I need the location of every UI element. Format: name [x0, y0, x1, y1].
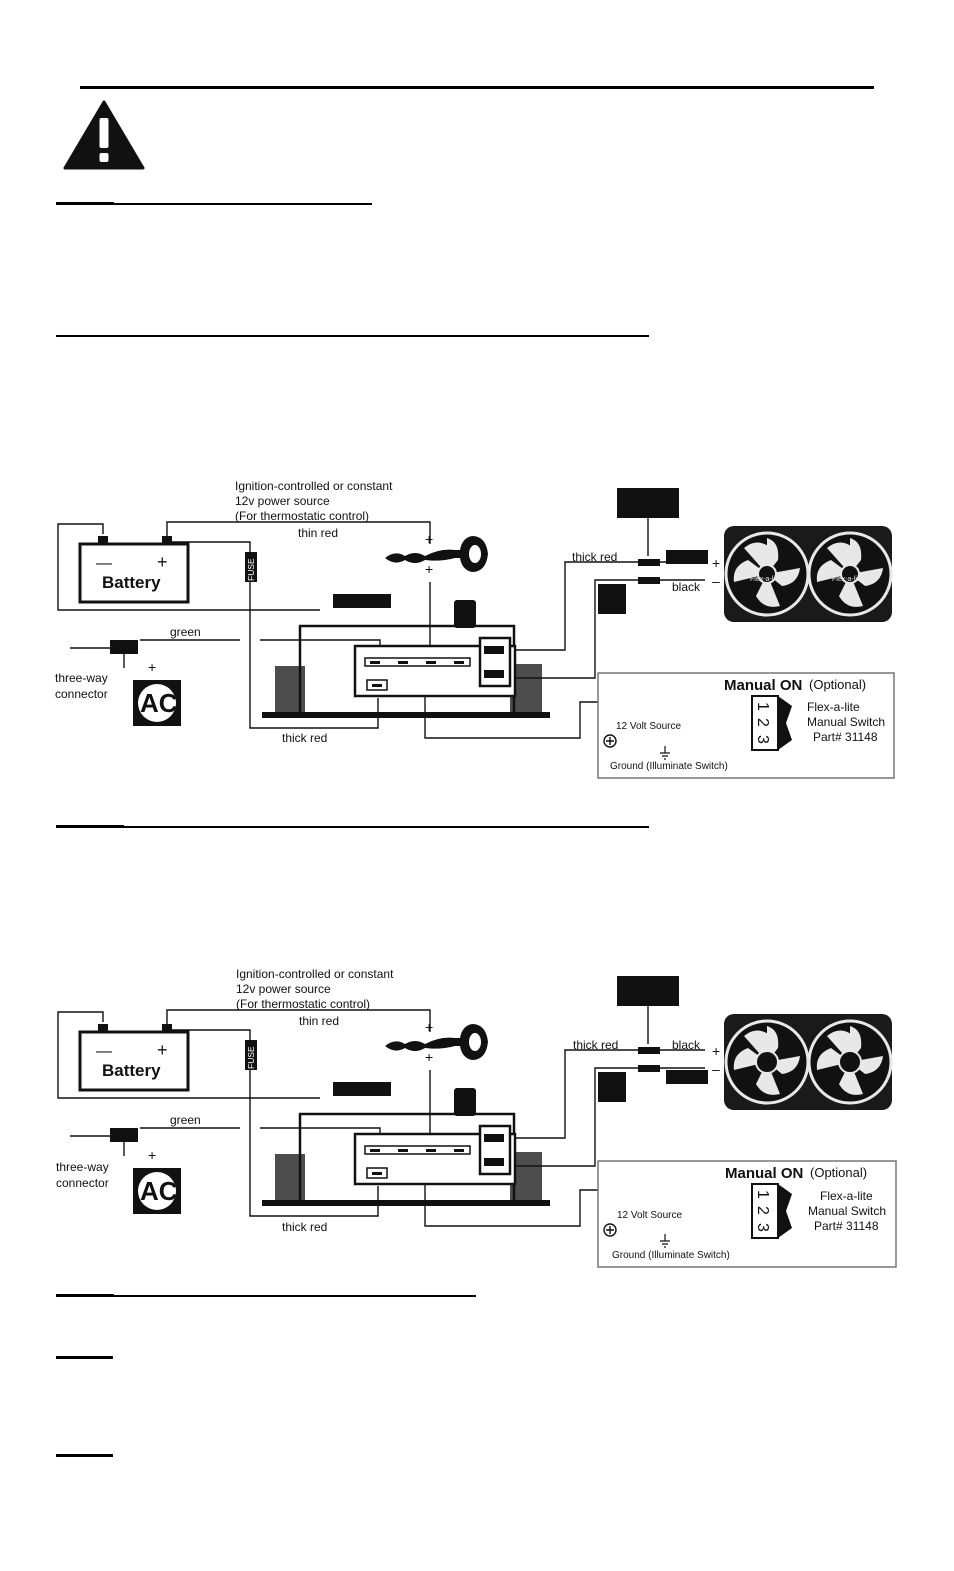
section-rule-5: [56, 1356, 113, 1359]
switch-name-label: Manual Switch: [808, 1204, 886, 1218]
ground-label: Ground (Illuminate Switch): [612, 1250, 730, 1261]
fan-logo-label-2: Flex-a-lite: [832, 576, 863, 583]
battery-box: [78, 1030, 190, 1092]
ac-plus-label: +: [148, 659, 156, 675]
ac-label: AC: [140, 688, 178, 718]
three-way-label: three-way: [56, 1160, 109, 1174]
fan-controller-module: [262, 594, 550, 718]
three-way-connector-icon: [110, 640, 138, 654]
switch-brand-label: Flex-a-lite: [807, 700, 860, 714]
ignition-key-icon: [385, 536, 488, 572]
power-source-label: Ignition-controlled or constant: [236, 967, 394, 981]
key-plus-label: +: [425, 1019, 433, 1035]
pin-3-label: 3: [754, 1223, 771, 1232]
warning-icon: [63, 100, 145, 170]
relay-tag-icon-2: [598, 1072, 626, 1102]
key-plus-label: +: [425, 531, 433, 547]
ignition-key-icon: [385, 1024, 488, 1060]
section-rule-3-bold: [56, 825, 124, 828]
section-rule-1-bold: [56, 202, 114, 205]
fan-logo-label: Flex-a-lite: [750, 576, 781, 583]
thick-red-top-label: thick red: [572, 550, 617, 564]
thin-red-label: thin red: [299, 1014, 339, 1028]
dual-fan-icon: [724, 526, 893, 622]
switch-brand-label: Flex-a-lite: [820, 1189, 873, 1203]
fuse-label: FUSE: [246, 558, 256, 581]
power-source-label-3: (For thermostatic control): [235, 509, 369, 523]
switch-part-label: Part# 31148: [813, 730, 878, 744]
connector-label: connector: [56, 1176, 109, 1190]
thick-red-top-label: thick red: [573, 1038, 618, 1052]
switch-part-label: Part# 31148: [814, 1219, 879, 1233]
power-source-label: Ignition-controlled or constant: [235, 479, 393, 493]
fan-wire-label: black: [672, 580, 701, 594]
optional-label: (Optional): [810, 1165, 867, 1180]
battery-box: [78, 542, 190, 604]
fan-minus-label: –: [712, 1061, 720, 1077]
pin-1-label: 1: [754, 702, 771, 711]
fuse-icon: [245, 1040, 257, 1070]
fan-minus-label: –: [712, 573, 720, 589]
pin-1-label: 1: [754, 1190, 771, 1199]
section-rule-4: [56, 1295, 476, 1297]
battery-label: Battery: [102, 573, 161, 592]
fan-plus-label: +: [712, 1043, 720, 1059]
pin-2-label: 2: [754, 1206, 771, 1215]
wiring-diagram-2: Ignition-controlled or constant 12v powe…: [56, 967, 897, 1268]
optional-label: (Optional): [809, 677, 866, 692]
manual-on-label: Manual ON: [724, 677, 802, 694]
section-rule-4-bold: [56, 1294, 114, 1297]
ac-label: AC: [140, 1176, 178, 1206]
fan-wire-label: black: [672, 1038, 701, 1052]
ground-label: Ground (Illuminate Switch): [610, 761, 728, 772]
three-way-connector-icon: [110, 1128, 138, 1142]
wiring-diagram-1: Ignition-controlled or constant 12v powe…: [55, 479, 895, 779]
fuse-icon: [245, 552, 257, 582]
dual-fan-icon: [724, 1014, 893, 1110]
key-plus-label-2: +: [425, 561, 433, 577]
volt-source-label: 12 Volt Source: [616, 721, 681, 732]
key-plus-label-2: +: [425, 1049, 433, 1065]
thin-red-label: thin red: [298, 526, 338, 540]
power-source-label-3: (For thermostatic control): [236, 997, 370, 1011]
ground-icon: [660, 1234, 670, 1248]
fuse-label: FUSE: [246, 1046, 256, 1069]
connector-label: connector: [55, 687, 108, 701]
power-source-label-2: 12v power source: [236, 982, 331, 996]
thick-red-bottom-label: thick red: [282, 1220, 327, 1234]
manual-on-label: Manual ON: [725, 1165, 803, 1182]
section-rule-2: [56, 335, 649, 337]
ac-plus-label: +: [148, 1147, 156, 1163]
battery-plus-label: +: [157, 1040, 168, 1060]
battery-minus-label: —: [96, 555, 112, 572]
relay-tag-icon: [617, 976, 679, 1006]
ground-icon: [660, 746, 670, 760]
battery-label: Battery: [102, 1061, 161, 1080]
switch-name-label: Manual Switch: [807, 715, 885, 729]
fan-controller-module: [262, 1082, 550, 1206]
volt-source-label: 12 Volt Source: [617, 1210, 682, 1221]
thick-red-bottom-label: thick red: [282, 731, 327, 745]
battery-minus-label: —: [96, 1043, 112, 1060]
battery-plus-label: +: [157, 552, 168, 572]
green-label: green: [170, 1113, 201, 1127]
section-rule-1: [56, 203, 372, 205]
power-source-label-2: 12v power source: [235, 494, 330, 508]
header-rule: [80, 86, 874, 89]
relay-tag-icon: [617, 488, 679, 518]
green-label: green: [170, 625, 201, 639]
three-way-label: three-way: [55, 671, 108, 685]
fan-plus-label: +: [712, 555, 720, 571]
pin-2-label: 2: [754, 718, 771, 727]
section-rule-3: [56, 826, 649, 828]
manual-switch-panel: [597, 1160, 897, 1268]
section-rule-6: [56, 1454, 113, 1457]
pin-3-label: 3: [754, 735, 771, 744]
relay-tag-icon-2: [598, 584, 626, 614]
manual-switch-panel: [597, 672, 895, 779]
